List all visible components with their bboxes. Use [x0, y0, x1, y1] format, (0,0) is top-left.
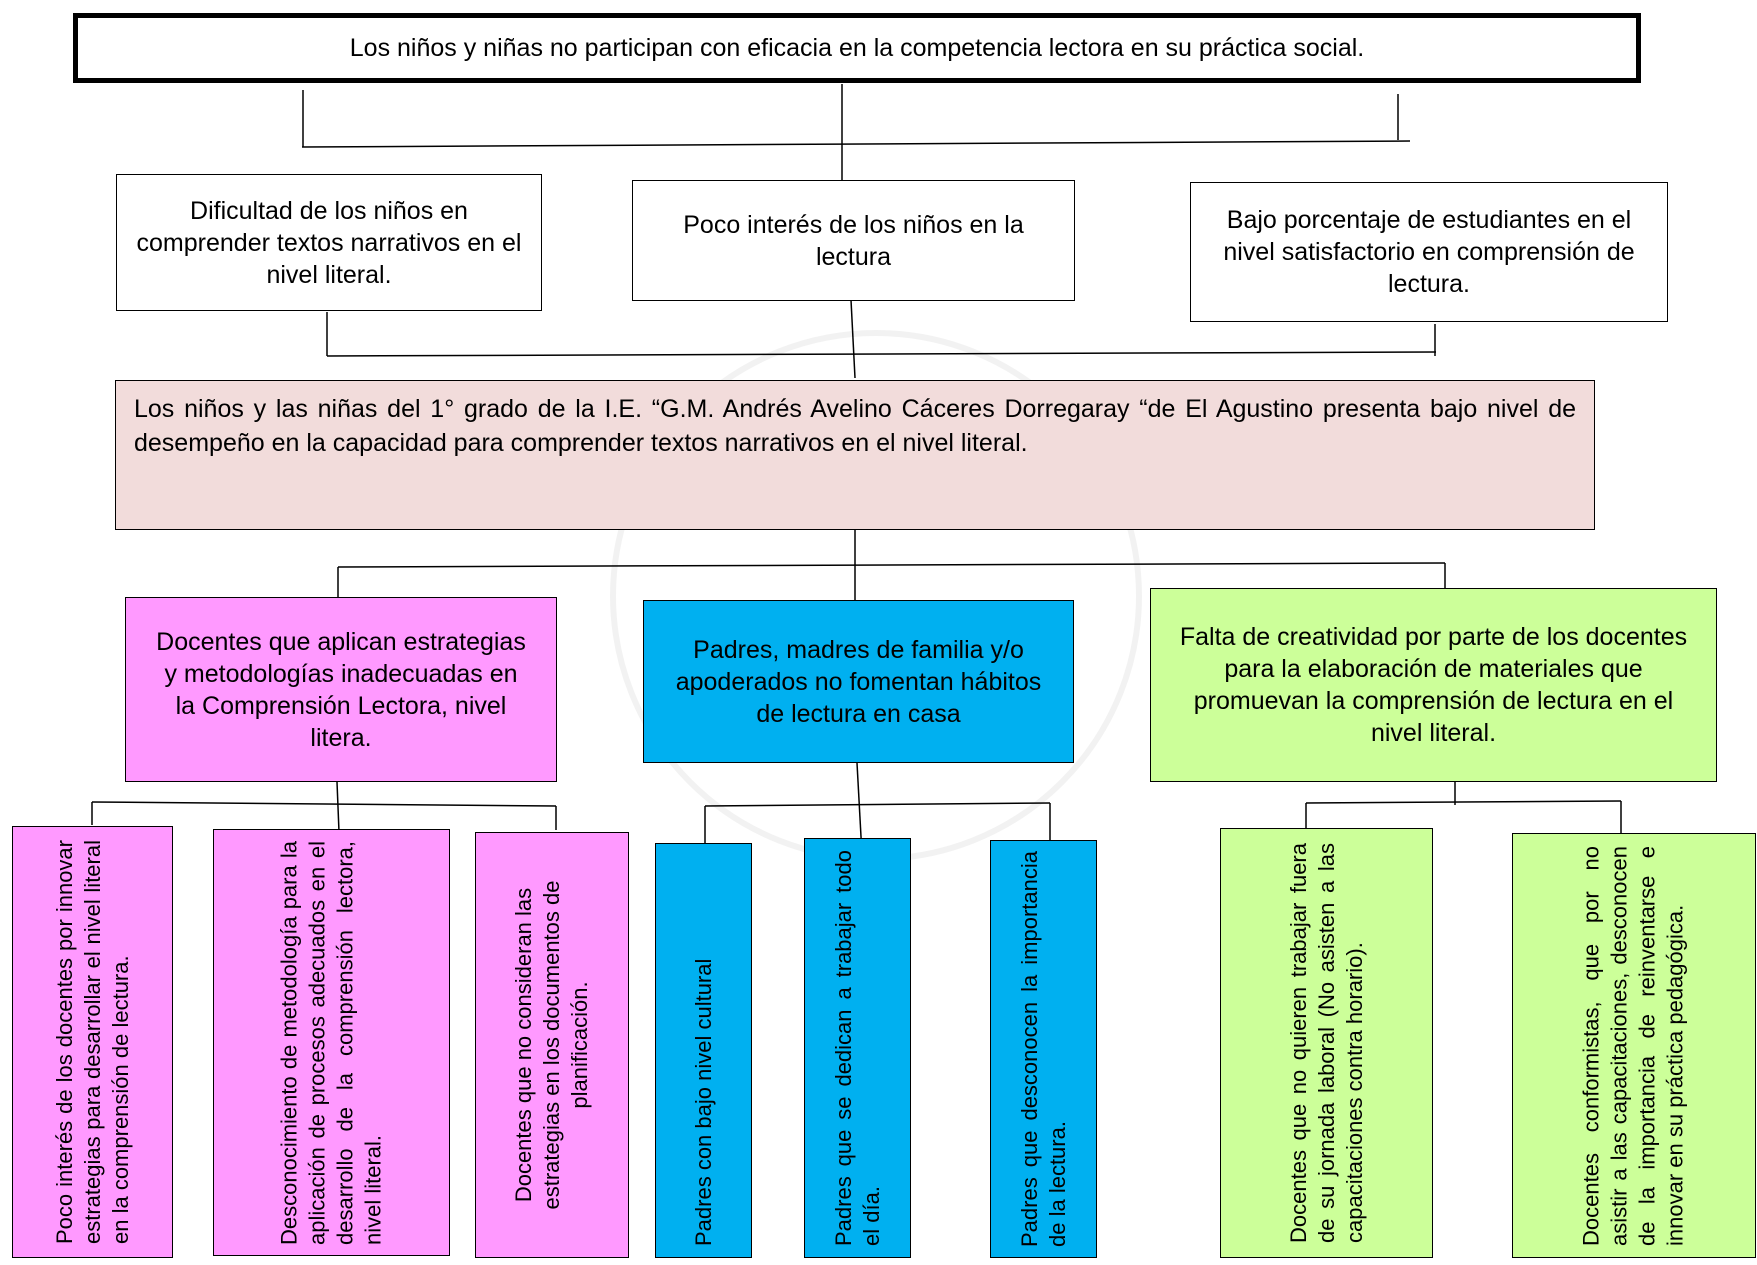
- subcause-box-7: Docentes que no quieren trabajar fuera d…: [1220, 828, 1433, 1258]
- subcause-text-1: Poco interés de los docentes por innovar…: [51, 840, 133, 1244]
- effect-box-3: Bajo porcentaje de estudiantes en el niv…: [1190, 182, 1668, 322]
- cause-box-3: Falta de creatividad por parte de los do…: [1150, 588, 1717, 782]
- cause-box-2: Padres, madres de familia y/o apoderados…: [643, 600, 1074, 763]
- cause-text-2: Padres, madres de familia y/o apoderados…: [675, 635, 1042, 728]
- cause-box-1: Docentes que aplican estrategias y metod…: [125, 597, 557, 782]
- effect-box-2: Poco interés de los niños en la lectura: [632, 180, 1075, 301]
- subcause-box-5: Padres que se dedican a trabajar todo el…: [804, 838, 911, 1258]
- effect-box-1: Dificultad de los niños en comprender te…: [116, 174, 542, 311]
- subcause-box-3: Docentes que no consideran las estrategi…: [475, 832, 629, 1258]
- cause-text-1: Docentes que aplican estrategias y metod…: [156, 627, 526, 752]
- subcause-box-1: Poco interés de los docentes por innovar…: [12, 826, 173, 1258]
- subcause-box-8: Docentes conformistas, que por no asisti…: [1512, 833, 1756, 1258]
- subcause-text-2: Desconocimiento de metodología para la a…: [276, 840, 386, 1245]
- subcause-text-6: Padres que desconocen la importancia de …: [1016, 851, 1070, 1247]
- subcause-text-8: Docentes conformistas, que por no asisti…: [1578, 845, 1689, 1246]
- effect-text-1: Dificultad de los niños en comprender te…: [136, 196, 522, 289]
- subcause-box-2: Desconocimiento de metodología para la a…: [213, 829, 450, 1256]
- cause-text-3: Falta de creatividad por parte de los do…: [1179, 623, 1688, 747]
- subcause-box-4: Padres con bajo nivel cultural: [655, 843, 752, 1258]
- effect-text-2: Poco interés de los niños en la lectura: [683, 210, 1024, 271]
- subcause-text-4: Padres con bajo nivel cultural: [690, 958, 716, 1246]
- central-problem-text: Los niños y las niñas del 1° grado de la…: [134, 395, 1576, 457]
- subcause-text-7: Docentes que no quieren trabajar fuera d…: [1285, 843, 1367, 1243]
- effect-text-3: Bajo porcentaje de estudiantes en el niv…: [1223, 206, 1635, 298]
- central-problem-box: Los niños y las niñas del 1° grado de la…: [115, 380, 1595, 530]
- subcause-text-3: Docentes que no consideran las estrategi…: [510, 880, 593, 1210]
- top-effect-box: Los niños y niñas no participan con efic…: [73, 13, 1641, 83]
- top-effect-text: Los niños y niñas no participan con efic…: [349, 34, 1365, 62]
- subcause-text-5: Padres que se dedican a trabajar todo el…: [830, 850, 884, 1246]
- subcause-box-6: Padres que desconocen la importancia de …: [990, 840, 1097, 1258]
